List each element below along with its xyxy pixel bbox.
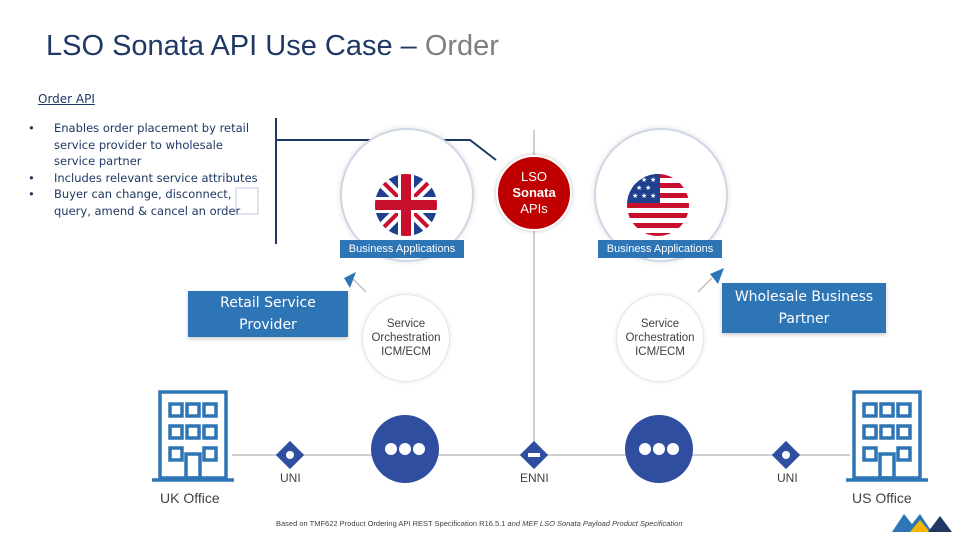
retail-service-provider-box: Retail Service Provider (188, 291, 348, 337)
building-icon (846, 390, 928, 482)
footnote-main: Based on TMF622 Product Ordering API RES… (276, 519, 506, 528)
footnote: Based on TMF622 Product Ordering API RES… (276, 519, 683, 528)
wholesale-business-partner-box: Wholesale Business Partner (722, 283, 886, 333)
svg-text:★: ★ (636, 184, 642, 192)
page-title: LSO Sonata API Use Case – Order (46, 30, 499, 62)
bullet-item: Enables order placement by retail servic… (26, 120, 266, 170)
svg-text:★: ★ (632, 192, 638, 200)
building-icon (152, 390, 234, 482)
bullet-list: Enables order placement by retail servic… (26, 120, 266, 219)
uni-left-label: UNI (280, 471, 301, 485)
orch-left-line2: Orchestration (371, 332, 441, 344)
footnote-italic: and MEF LSO Sonata Payload Product Speci… (507, 519, 683, 528)
svg-text:★: ★ (641, 176, 647, 184)
svg-text:★: ★ (632, 176, 638, 184)
svg-text:★: ★ (645, 184, 651, 192)
bullet-item: Buyer can change, disconnect, query, ame… (26, 186, 266, 219)
network-dots-icon (371, 415, 439, 483)
orch-right-line1: Service (640, 318, 680, 330)
sonata-label: Sonata (512, 185, 556, 200)
uk-flag-icon (375, 174, 437, 236)
lso-sonata-apis-badge: LSO Sonata APIs (496, 155, 572, 231)
orch-left-line3: ICM/ECM (381, 346, 431, 358)
apis-label: APIs (520, 201, 548, 216)
svg-text:★: ★ (650, 176, 656, 184)
mef-logo-icon (892, 514, 952, 532)
orch-right-line3: ICM/ECM (635, 346, 685, 358)
business-applications-left: Business Applications (340, 240, 464, 258)
interface-node-icon (519, 440, 549, 470)
enni-label: ENNI (520, 471, 549, 485)
interface-node-icon (275, 440, 305, 470)
bullet-item: Includes relevant service attributes (26, 170, 266, 187)
interface-node-icon (771, 440, 801, 470)
us-flag-icon: ★★★ ★★ ★★★ (627, 174, 689, 236)
us-office-label: US Office (852, 490, 912, 506)
uk-office-label: UK Office (160, 490, 220, 506)
business-applications-right: Business Applications (598, 240, 722, 258)
orch-right-line2: Orchestration (625, 332, 695, 344)
orch-left-line1: Service (386, 318, 426, 330)
svg-text:★: ★ (641, 192, 647, 200)
order-api-heading: Order API (38, 92, 95, 106)
network-dots-icon (625, 415, 693, 483)
lso-label: LSO (520, 169, 547, 184)
retail-service-provider-label: Retail Service Provider (220, 295, 316, 333)
svg-text:★: ★ (650, 192, 656, 200)
wholesale-business-partner-label: Wholesale Business Partner (734, 289, 874, 327)
uni-right-label: UNI (777, 471, 798, 485)
